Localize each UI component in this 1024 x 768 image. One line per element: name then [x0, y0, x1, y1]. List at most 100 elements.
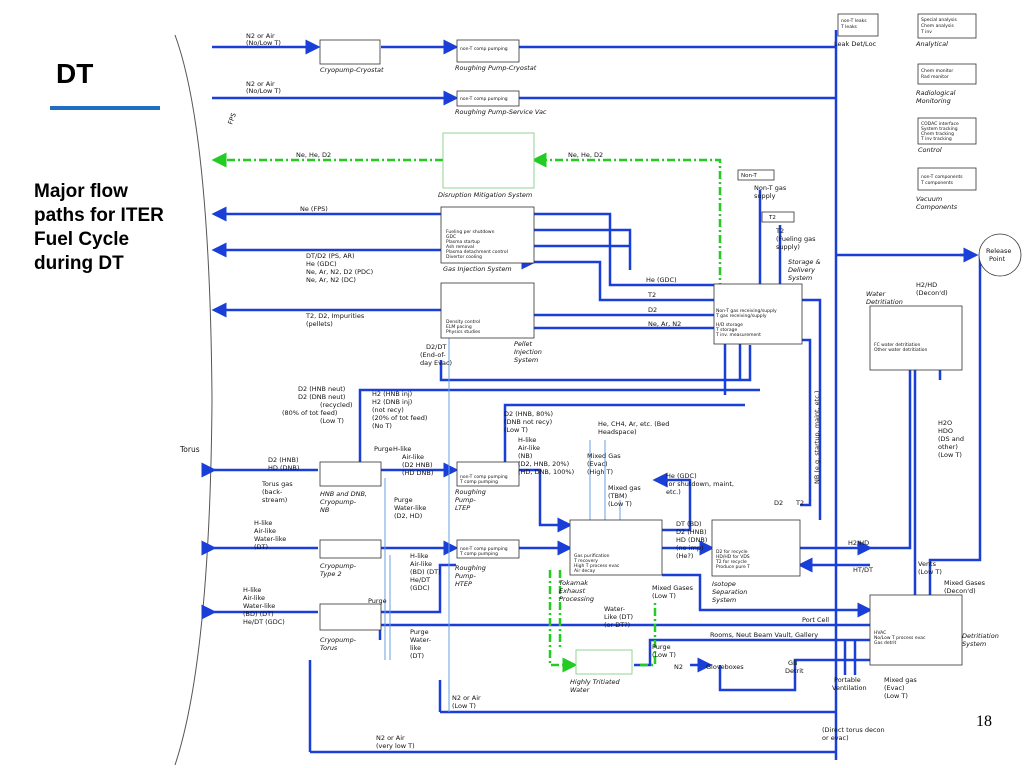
cryopump-type2-box	[319, 539, 382, 559]
flow-label-isl3: T2 for recycle	[715, 559, 747, 565]
flow-label-t2-fuel3: supply)	[776, 243, 800, 251]
flow-label-ns-v: NB (e.g. startup, maint, etc.)	[813, 391, 821, 484]
flow-label-analytical-l1: Special analysis	[921, 17, 958, 23]
flow-label-portcell: Port Cell	[802, 616, 829, 624]
flow-label-ltep3: LTEP	[455, 504, 470, 512]
flow-label-purge-water3: (D2, HD)	[394, 512, 422, 520]
flow-label-purge-hlike4: (D2 HNB)	[402, 461, 433, 469]
flow-label-purge-water2: Water-like	[394, 504, 426, 512]
flow-label-analytical-l3: T inv	[920, 29, 932, 35]
flow-label-analytical: Analytical	[915, 40, 948, 48]
flow-label-n2air1: N2 or Air	[246, 32, 275, 40]
flow-label-tep-l1: Gas purification	[574, 553, 610, 559]
flow-label-purge-water-dt1: Purge	[410, 628, 429, 636]
flow-label-nbin1: D2 (HNB neut)	[298, 385, 345, 393]
flow-label-pis-l3: Physics studies	[446, 329, 481, 335]
flow-label-ltep-box2: T comp pumping	[459, 479, 498, 485]
flow-label-gis-l4: Ash removal	[446, 244, 474, 250]
flow-label-portable1: Portable	[834, 676, 861, 684]
flow-label-cryo-torus-in5: He/DT (GDC)	[243, 618, 285, 626]
flow-label-gis-in4: Ne, Ar, N2 (DC)	[306, 276, 356, 284]
flow-label-cryo-torus-in3: Water-like	[243, 602, 275, 610]
flow-label-portable2: Ventilation	[832, 684, 867, 692]
diagram-labels: N2 or Air (No/Low T) N2 or Air (No/Low T…	[243, 17, 1011, 750]
flow-label-wdl1: FC water detritiation	[874, 342, 920, 348]
flow-label-t2-fuel2: (Fueling gas	[776, 235, 816, 243]
flow-label-vacuum-l2: T components	[920, 180, 954, 186]
sds-box	[713, 283, 803, 345]
flow-label-htw1: Highly Tritiated	[570, 678, 620, 686]
flow-label-wdl2: Other water detritiation	[874, 347, 927, 353]
flow-label-tep3: Processing	[559, 595, 594, 603]
flow-label-htdt: HT/DT	[853, 566, 873, 574]
flow-label-wds1: Water	[866, 290, 887, 298]
flow-label-isotope3: System	[712, 596, 736, 604]
flow-label-t2-a: T2	[647, 291, 656, 299]
flow-label-gis-l2: GDC	[446, 234, 456, 240]
flow-label-cryo-cryostat: Cryopump-Cryostat	[320, 66, 384, 74]
flow-label-radmon2: Monitoring	[916, 97, 951, 105]
flow-label-cryo-torus1: Cryopump-	[320, 636, 357, 644]
flow-label-detrit1: Detritiation	[962, 632, 999, 640]
flow-label-hlike-dt3: (BD) (DT)	[410, 568, 441, 576]
flow-label-vents1: Vents	[918, 560, 937, 568]
flow-label-isl4: Produce pure T	[716, 564, 750, 570]
flow-label-purge-hlike1: Purge	[374, 445, 393, 453]
flow-label-torus-gas2: (back-	[262, 488, 283, 496]
flow-label-hlike1: H-like	[518, 436, 536, 444]
tep-box	[569, 519, 663, 576]
flow-label-sds2: Delivery	[788, 266, 815, 274]
flow-label-mix-evac1: Mixed gas	[884, 676, 917, 684]
flow-label-nb-d2-3: (Low T)	[504, 426, 528, 434]
flow-label-evac1: D2/DT	[426, 343, 446, 351]
flow-label-h2o1: H2O	[938, 419, 952, 427]
flow-label-cryo-torus-in2: Air-like	[243, 594, 265, 602]
flow-label-isl1: D2 for recycle	[716, 549, 748, 555]
flow-label-n2air4b: (very low T)	[376, 742, 415, 750]
flow-label-tep2: Exhaust	[559, 587, 586, 595]
flow-label-gis-in1: DT/D2 (PS, AR)	[306, 252, 355, 260]
flow-label-hlike-dt5: (GDC)	[410, 584, 430, 592]
flow-label-control-l4: T inv tracking	[920, 136, 952, 142]
flow-label-rp-svc-box: non-T comp pumping	[460, 96, 508, 102]
flow-label-hlike-in4: (DT)	[254, 543, 268, 551]
flow-label-dms: Disruption Mitigation System	[438, 191, 532, 199]
flow-label-control-l3: Chem tracking	[921, 131, 954, 137]
flow-label-sds-l1: Non-T gas receiving/supply	[716, 308, 777, 314]
roughing-pump-svc-box	[456, 90, 520, 107]
flow-label-hlike-dt2: Air-like	[410, 560, 432, 568]
flow-label-tep-l3: High T process evac	[574, 563, 620, 569]
flow-label-ne-ar-n2: Ne, Ar, N2	[648, 320, 681, 328]
flow-label-sds-l2: T gas receiving/supply	[715, 313, 767, 319]
vacuum-box	[917, 167, 977, 191]
flow-label-n2air3: N2 or Air	[452, 694, 481, 702]
page-number: 18	[976, 713, 992, 730]
flow-label-evac2: (End-of-	[420, 351, 446, 359]
flow-label-evac3: day Evac)	[420, 359, 452, 367]
flow-label-vacuum-l1: non-T components	[921, 174, 963, 180]
flow-label-pellet-in1: T2, D2, Impurities	[305, 312, 365, 320]
flow-label-h2o4: other)	[938, 443, 958, 451]
flow-label-nbin5: (Low T)	[320, 417, 344, 425]
flow-label-tep-l4: Air decay	[574, 568, 595, 574]
flow-label-vacuum2: Components	[916, 203, 958, 211]
flow-label-nonT-box: Non-T	[741, 173, 757, 179]
flow-label-pis3: System	[514, 356, 538, 364]
flow-label-hlike-dt1: H-like	[410, 552, 428, 560]
flow-label-detrit2: System	[962, 640, 986, 648]
flow-label-hnb-dnb2: Cryopump-	[320, 498, 357, 506]
flow-label-hvac1: HVAC	[874, 630, 886, 636]
wds-box	[869, 305, 963, 371]
flow-label-nonT-gas2: supply	[754, 192, 776, 200]
flow-label-gloveboxes: Gloveboxes	[706, 663, 744, 671]
fps-label: FPS	[226, 112, 238, 126]
flow-label-mixgas-tbm1: Mixed gas	[608, 484, 641, 492]
radmon-box	[917, 63, 977, 85]
flow-label-nbin8: (not recy)	[372, 406, 404, 414]
detritiation-box	[869, 594, 963, 666]
flow-label-mixgas2: (Evac)	[587, 460, 608, 468]
nonT-supply-box	[737, 169, 775, 181]
leak-box	[837, 13, 879, 37]
flow-label-ltep2: Pump-	[455, 496, 476, 504]
cryopump-torus-box	[319, 603, 382, 631]
